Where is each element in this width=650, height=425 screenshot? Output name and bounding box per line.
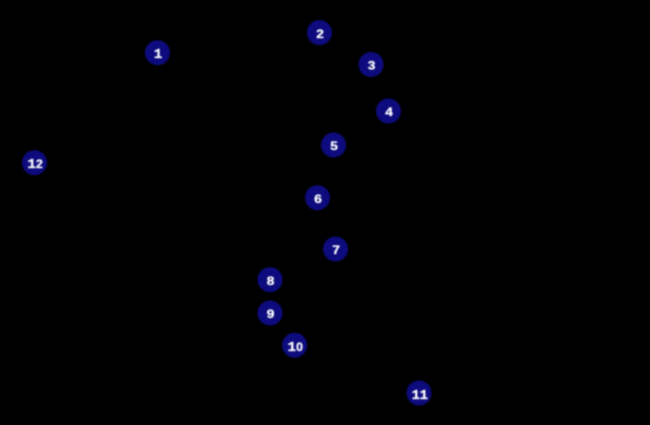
svg-text:7: 7 [332,243,340,257]
svg-text:2: 2 [316,27,324,41]
svg-text:12: 12 [27,157,43,173]
svg-text:10: 10 [288,340,304,356]
svg-text:1: 1 [154,47,162,63]
svg-text:11: 11 [412,388,428,404]
svg-text:6: 6 [314,192,322,206]
svg-text:3: 3 [368,59,376,73]
svg-text:4: 4 [385,105,394,119]
svg-text:5: 5 [330,139,338,153]
svg-text:9: 9 [267,307,275,321]
svg-text:8: 8 [267,274,275,288]
